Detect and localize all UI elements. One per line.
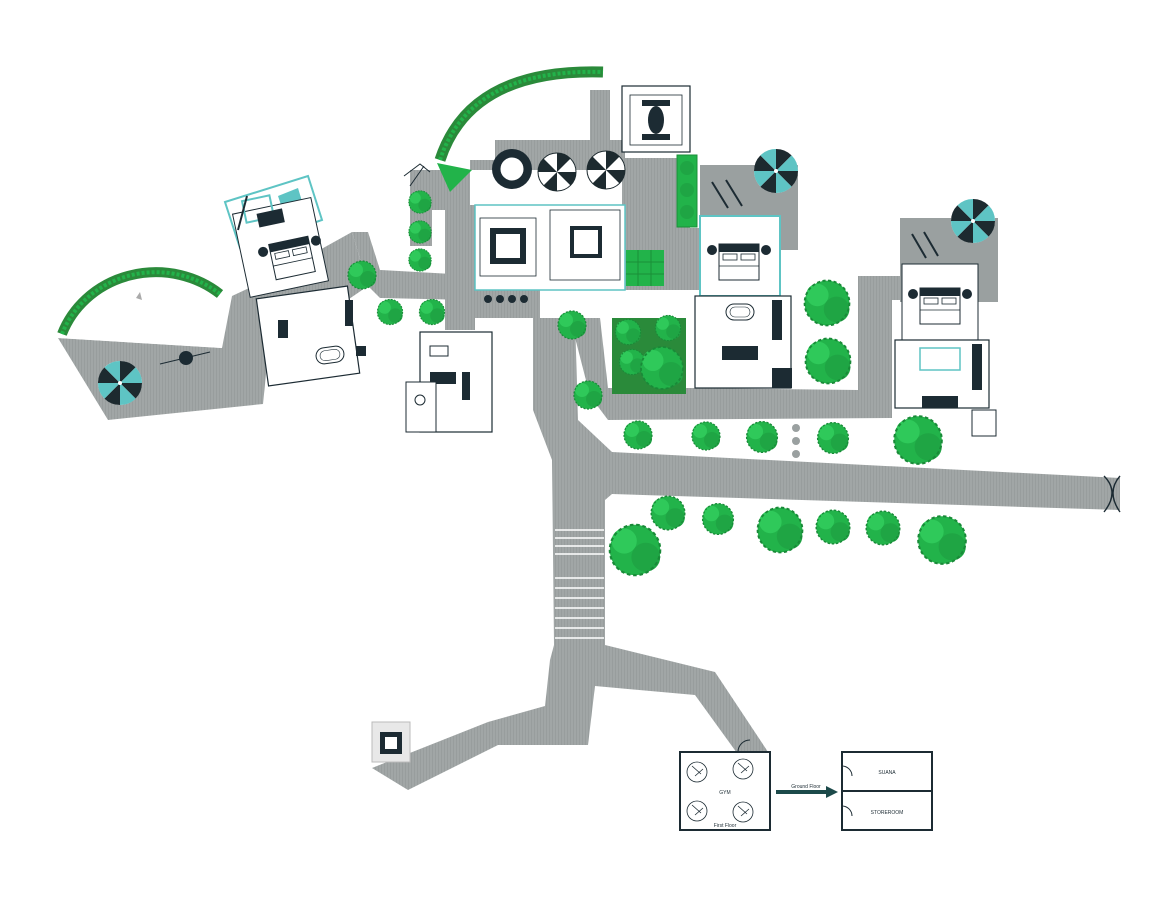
sauna-building — [841, 751, 933, 831]
semicircle-pool — [57, 267, 224, 348]
lantern-icon — [371, 721, 411, 763]
garden-court — [612, 314, 686, 394]
ground-floor-label: Ground Floor — [791, 784, 821, 790]
umbrella-icon — [97, 360, 143, 406]
umbrella-icon — [537, 152, 577, 192]
first-floor-label: First Floor — [714, 823, 737, 829]
restroom-block — [405, 331, 493, 433]
villa-middle — [694, 148, 799, 389]
gym-building — [679, 739, 771, 831]
gate-icon — [1103, 475, 1121, 513]
villa-right — [894, 198, 998, 437]
arrow-right-icon — [776, 786, 838, 798]
central-lounge — [403, 66, 698, 303]
sauna-label: SUANA — [878, 770, 896, 776]
stairs — [555, 529, 604, 639]
gym-label: GYM — [719, 790, 730, 796]
storeroom-label: STOREROOM — [871, 810, 904, 816]
fire-pit-icon — [159, 351, 211, 365]
gym-equipment-icon — [686, 761, 708, 783]
walkways — [58, 90, 1120, 790]
tree-icon — [347, 260, 377, 290]
villa-left — [223, 174, 366, 387]
